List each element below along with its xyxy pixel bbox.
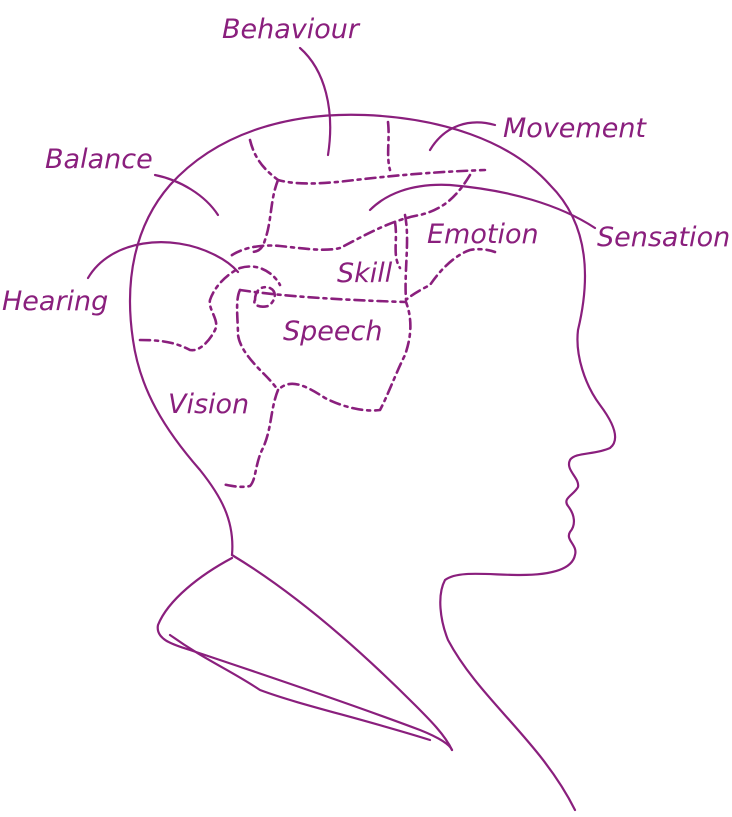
speech-top-boundary <box>240 290 410 411</box>
balance-pointer <box>155 175 218 215</box>
neck-line <box>232 555 452 750</box>
skill-emotion-divider <box>395 222 400 268</box>
hearing-boundary <box>140 266 280 350</box>
head-outline <box>130 115 615 810</box>
behaviour-movement-divider <box>388 122 390 170</box>
label-speech: Speech <box>283 316 382 347</box>
label-behaviour: Behaviour <box>222 14 361 45</box>
behaviour-pointer <box>300 48 330 155</box>
collar-line <box>158 558 452 750</box>
label-balance: Balance <box>45 144 153 175</box>
label-movement: Movement <box>503 113 647 144</box>
label-hearing: Hearing <box>2 286 108 317</box>
label-emotion: Emotion <box>427 219 539 250</box>
brain-regions <box>140 122 495 487</box>
label-skill: Skill <box>337 258 393 289</box>
head-profile-line <box>130 115 615 810</box>
hearing-pointer <box>88 242 238 278</box>
movement-pointer <box>430 122 495 150</box>
balance-boundary <box>250 180 278 252</box>
label-sensation: Sensation <box>597 222 730 253</box>
behaviour-boundary <box>250 140 485 183</box>
hearing-inner-loop <box>254 287 274 306</box>
label-vision: Vision <box>168 389 249 420</box>
